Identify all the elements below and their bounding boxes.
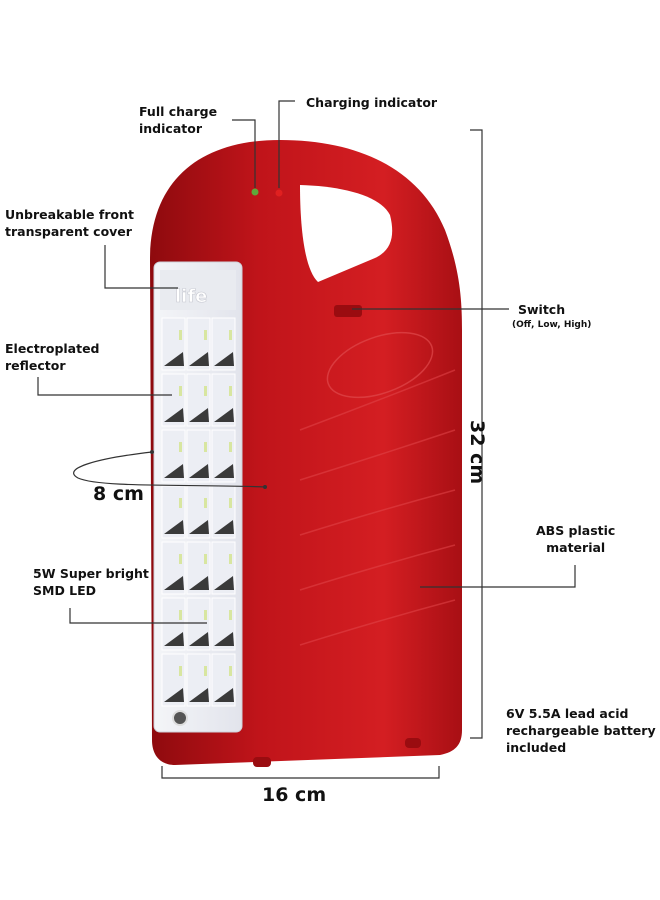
smd-led bbox=[179, 498, 182, 508]
reflector-triangle bbox=[214, 632, 234, 646]
label-line: material bbox=[546, 540, 606, 555]
label-line: 5W Super bright bbox=[33, 566, 149, 581]
height-dimension: 32 cm bbox=[466, 420, 488, 484]
smd-led bbox=[229, 386, 232, 396]
handle-opening bbox=[300, 185, 393, 282]
smd-led bbox=[179, 666, 182, 676]
smd-led bbox=[204, 666, 207, 676]
smd-led bbox=[179, 442, 182, 452]
dimension-value: 32 cm bbox=[466, 420, 488, 485]
switch-modes-label: (Off, Low, High) bbox=[512, 319, 591, 331]
reflector-triangle bbox=[189, 520, 209, 534]
width-dimension: 16 cm bbox=[262, 784, 326, 806]
smd-led bbox=[204, 442, 207, 452]
label-line: Full charge bbox=[139, 104, 218, 119]
dimension-value: 8 cm bbox=[93, 483, 144, 505]
label-line: (Off, Low, High) bbox=[512, 320, 592, 330]
smd-led bbox=[179, 554, 182, 564]
reflector-triangle bbox=[189, 408, 209, 422]
brand-logo-emboss bbox=[326, 331, 434, 399]
smd-led bbox=[179, 386, 182, 396]
label-line: Unbreakable front bbox=[5, 207, 134, 222]
reflector-triangle bbox=[214, 520, 234, 534]
charging-indicator-label: Charging indicator bbox=[306, 94, 437, 111]
led-reflector-grid bbox=[161, 317, 236, 707]
svg-text:life: life bbox=[175, 286, 207, 307]
reflector-triangle bbox=[189, 576, 209, 590]
smd-led bbox=[229, 442, 232, 452]
reflector-triangle bbox=[164, 520, 184, 534]
smd-led bbox=[204, 330, 207, 340]
full-charge-indicator-led bbox=[251, 188, 259, 196]
label-line: Charging indicator bbox=[306, 95, 438, 110]
reflector-triangle bbox=[214, 408, 234, 422]
reflector-triangle bbox=[164, 408, 184, 422]
smd-led bbox=[229, 610, 232, 620]
reflector-triangle bbox=[189, 632, 209, 646]
reflector-triangle bbox=[164, 632, 184, 646]
battery-label: 6V 5.5A lead acid rechargeable battery i… bbox=[506, 705, 656, 756]
label-line: SMD LED bbox=[33, 583, 97, 598]
label-line: 6V 5.5A lead acid bbox=[506, 706, 629, 721]
callout-leader-lines bbox=[37, 100, 576, 779]
smd-led bbox=[204, 610, 207, 620]
label-line: transparent cover bbox=[5, 224, 132, 239]
led-label: 5W Super bright SMD LED bbox=[33, 565, 149, 599]
label-line: ABS plastic bbox=[536, 523, 616, 538]
label-line: reflector bbox=[5, 358, 66, 373]
smd-led bbox=[229, 498, 232, 508]
reflector-triangle bbox=[164, 576, 184, 590]
switch-knob bbox=[334, 305, 362, 317]
label-line: Switch bbox=[518, 302, 566, 317]
foot-left bbox=[253, 757, 271, 767]
smd-led bbox=[204, 386, 207, 396]
reflector-label: Electroplated reflector bbox=[5, 340, 100, 374]
reflector-triangle bbox=[189, 352, 209, 366]
reflector-triangle bbox=[189, 464, 209, 478]
reflector-triangle bbox=[164, 464, 184, 478]
smd-led bbox=[204, 498, 207, 508]
label-line: Electroplated bbox=[5, 341, 100, 356]
label-line: indicator bbox=[139, 121, 202, 136]
dimension-value: 16 cm bbox=[262, 784, 327, 806]
reflector-triangle bbox=[214, 576, 234, 590]
reflector-triangle bbox=[164, 688, 184, 702]
smd-led bbox=[229, 554, 232, 564]
switch-label: Switch bbox=[518, 301, 565, 318]
foot-right bbox=[405, 738, 421, 748]
side-torch-lens bbox=[172, 710, 188, 726]
full-charge-indicator-label: Full charge indicator bbox=[139, 103, 217, 137]
material-label: ABS plastic material bbox=[536, 522, 615, 556]
depth-dimension: 8 cm bbox=[93, 483, 144, 505]
smd-led bbox=[229, 330, 232, 340]
charging-indicator-led bbox=[275, 189, 283, 197]
front-cover-label: Unbreakable front transparent cover bbox=[5, 206, 134, 240]
depth-arrow bbox=[73, 451, 266, 488]
reflector-triangle bbox=[214, 688, 234, 702]
label-line: rechargeable battery bbox=[506, 723, 656, 738]
reflector-triangle bbox=[214, 464, 234, 478]
reflector-triangle bbox=[164, 352, 184, 366]
reflector-triangle bbox=[214, 352, 234, 366]
reflector-triangle bbox=[189, 688, 209, 702]
label-line: included bbox=[506, 740, 567, 755]
smd-led bbox=[229, 666, 232, 676]
smd-led bbox=[179, 330, 182, 340]
smd-led bbox=[179, 610, 182, 620]
smd-led bbox=[204, 554, 207, 564]
